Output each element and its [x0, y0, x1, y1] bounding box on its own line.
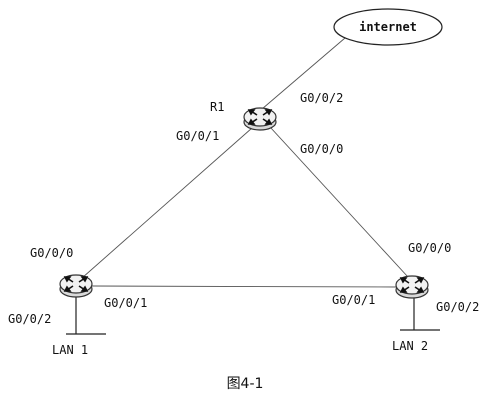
left-port-g001-label: G0/0/1	[104, 296, 147, 310]
r1-name-label: R1	[210, 100, 224, 114]
internet-label: internet	[359, 20, 417, 34]
lan2-label: LAN 2	[392, 339, 428, 353]
left-port-g000-label: G0/0/0	[30, 246, 73, 260]
link-r1-internet	[261, 37, 346, 110]
lan1-label: LAN 1	[52, 343, 88, 357]
link-r1-left-router	[81, 127, 253, 279]
router-r1-icon	[243, 107, 277, 131]
r1-port-g002-label: G0/0/2	[300, 91, 343, 105]
router-left-icon	[59, 274, 93, 298]
right-port-g000-label: G0/0/0	[408, 241, 451, 255]
left-port-g002-label: G0/0/2	[8, 312, 51, 326]
r1-port-g000-label: G0/0/0	[300, 142, 343, 156]
router-right-icon	[395, 275, 429, 299]
right-port-g002-label: G0/0/2	[436, 300, 479, 314]
link-r1-right-router	[269, 126, 409, 278]
link-left-right-router	[91, 285, 399, 288]
figure-caption: 图4-1	[227, 376, 264, 392]
internet-cloud	[333, 8, 443, 46]
r1-port-g001-label: G0/0/1	[176, 129, 219, 143]
right-port-g001-label: G0/0/1	[332, 293, 375, 307]
